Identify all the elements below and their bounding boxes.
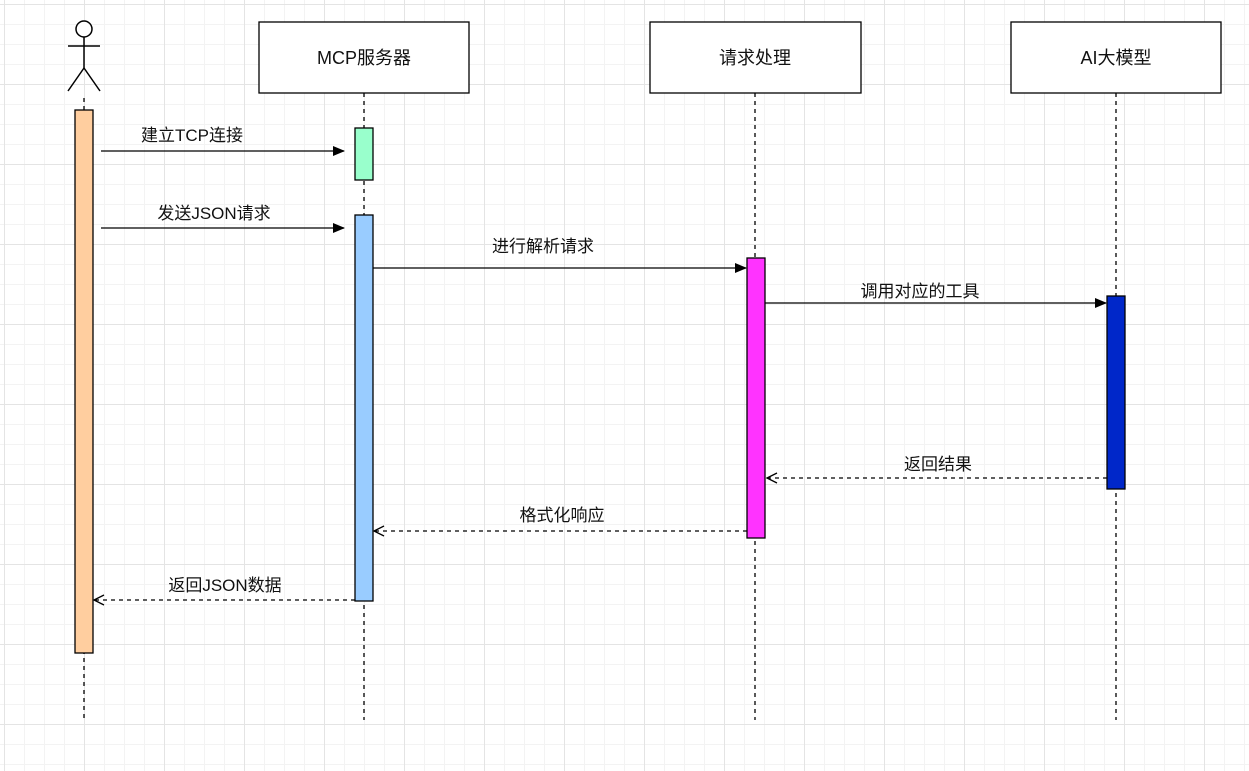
participant-request-processing-label: 请求处理 [719, 48, 791, 68]
actor-user-icon[interactable] [67, 20, 101, 92]
message-format-response[interactable]: 格式化响应 [374, 506, 747, 531]
message-establish-tcp-label: 建立TCP连接 [141, 126, 243, 145]
participant-ai-model-label: AI大模型 [1080, 48, 1151, 68]
message-return-result[interactable]: 返回结果 [767, 455, 1107, 478]
activation-request-processing[interactable] [746, 257, 766, 539]
activation-ai-model[interactable] [1106, 295, 1126, 490]
activation-user[interactable] [74, 109, 94, 654]
activation-mcp-request[interactable] [354, 214, 374, 602]
participant-request-processing[interactable]: 请求处理 [649, 21, 862, 94]
message-send-json-request[interactable]: 发送JSON请求 [101, 204, 345, 233]
participant-mcp-server-label: MCP服务器 [317, 48, 411, 68]
message-return-result-label: 返回结果 [904, 455, 972, 474]
message-return-json-data[interactable]: 返回JSON数据 [94, 576, 355, 600]
message-return-json-data-label: 返回JSON数据 [168, 576, 281, 595]
message-parse-request[interactable]: 进行解析请求 [373, 237, 747, 273]
participant-ai-model[interactable]: AI大模型 [1010, 21, 1222, 94]
message-send-json-request-label: 发送JSON请求 [157, 204, 270, 223]
message-format-response-label: 格式化响应 [520, 506, 605, 525]
message-parse-request-label: 进行解析请求 [492, 237, 594, 256]
message-call-tool-label: 调用对应的工具 [861, 282, 980, 301]
participant-mcp-server[interactable]: MCP服务器 [258, 21, 470, 94]
message-establish-tcp[interactable]: 建立TCP连接 [101, 126, 345, 156]
message-call-tool[interactable]: 调用对应的工具 [765, 282, 1107, 308]
activation-mcp-tcp[interactable] [354, 127, 374, 181]
